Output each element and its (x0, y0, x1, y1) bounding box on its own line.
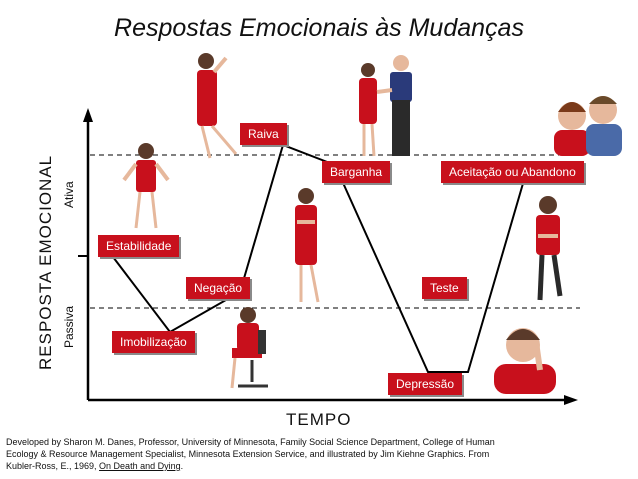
person-head-in-hand-figure (494, 328, 556, 394)
stage-label-aceitacao: Aceitação ou Abandono (441, 161, 584, 183)
x-axis-title: TEMPO (286, 410, 352, 429)
stage-label-negacao: Negação (186, 277, 251, 299)
credits-end: . (180, 461, 184, 471)
emotional-curve (109, 143, 525, 373)
stage-label-raiva: Raiva (240, 123, 287, 145)
stage-label-depressao: Depressão (388, 373, 463, 395)
person-thinking-figure (536, 196, 563, 301)
stage-label-estabilidade: Estabilidade (98, 235, 180, 257)
y-axis-arrow (83, 108, 93, 122)
credits-book-title: On Death and Dying (99, 461, 181, 471)
credits-body: Developed by Sharon M. Danes, Professor,… (6, 437, 495, 471)
handshake-couple-figure (359, 55, 412, 157)
y-axis-label-ativa: Ativa (62, 181, 76, 208)
diagram-title: Respostas Emocionais às Mudanças (114, 14, 524, 42)
person-sitting-on-chair-figure (230, 307, 268, 389)
person-arms-on-hips-figure (122, 143, 170, 229)
person-hand-on-head-figure (197, 53, 238, 159)
stage-label-teste: Teste (422, 277, 467, 299)
x-axis-arrow (564, 395, 578, 405)
stage-label-imobilizacao: Imobilização (112, 331, 195, 353)
stage-label-barganha: Barganha (322, 161, 391, 183)
y-axis-title: RESPOSTA EMOCIONAL (36, 154, 55, 370)
smiling-couple-figure (554, 96, 622, 156)
credits-text: Developed by Sharon M. Danes, Professor,… (6, 436, 506, 472)
person-arms-crossed-figure (295, 188, 320, 303)
y-axis-label-passiva: Passiva (62, 305, 76, 348)
